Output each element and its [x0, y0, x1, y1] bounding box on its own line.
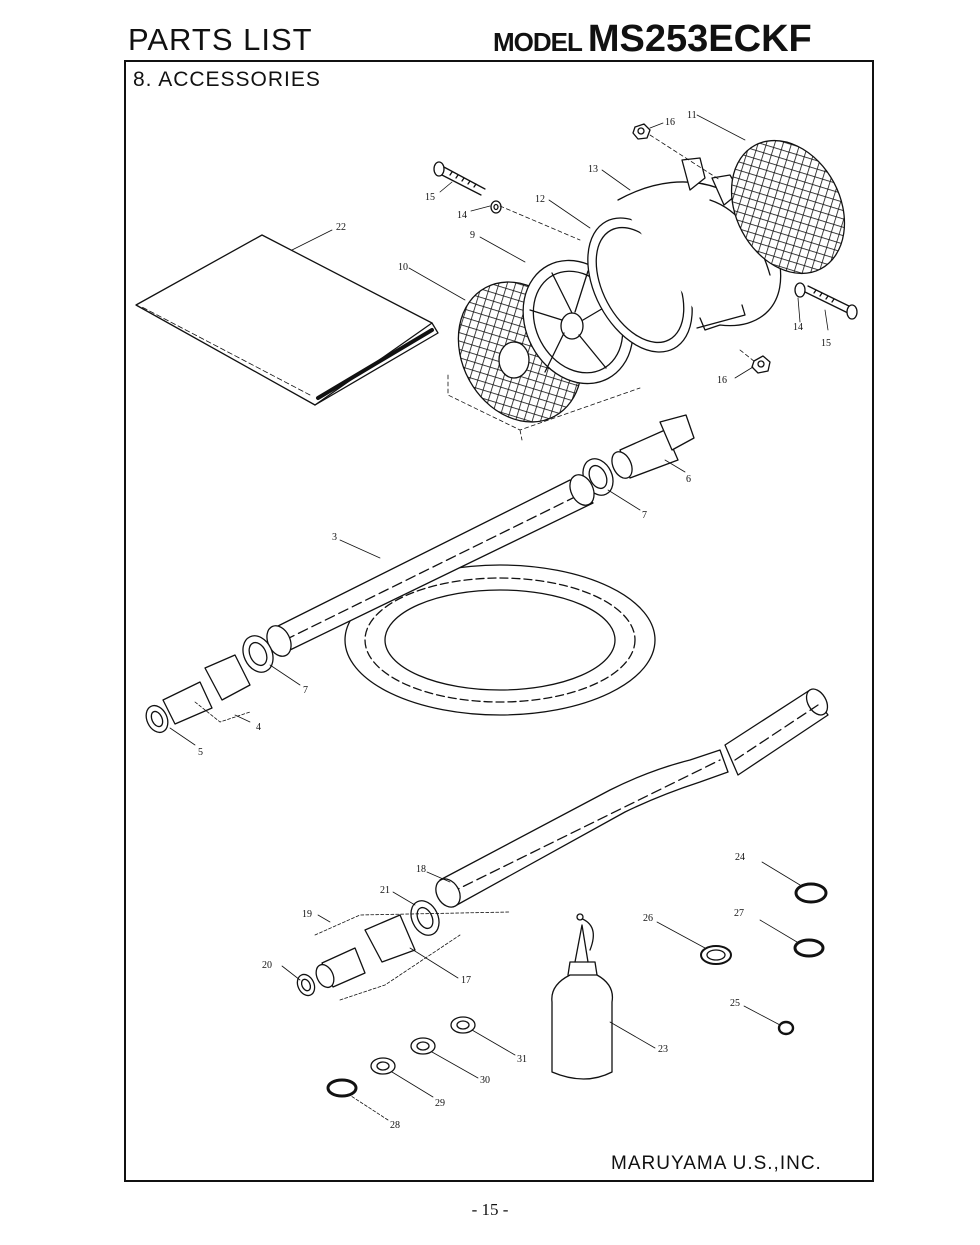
callout-9: 9 [470, 230, 475, 241]
gasket-30 [410, 1037, 436, 1055]
discharge-coupling [315, 914, 416, 989]
callout-13: 13 [588, 164, 598, 175]
callout-15-upper: 15 [425, 192, 435, 203]
callout-25: 25 [730, 998, 740, 1009]
callout-numbers: 11 16 13 12 15 14 22 9 10 14 15 16 6 7 3… [198, 110, 831, 1131]
discharge-hose-collar [410, 900, 440, 936]
washer-upper [490, 200, 502, 214]
callout-7-upper: 7 [642, 510, 647, 521]
callout-23: 23 [658, 1044, 668, 1055]
instruction-manual [135, 234, 439, 406]
assembly-guides [447, 134, 756, 441]
callout-7-lower: 7 [303, 685, 308, 696]
callout-29: 29 [435, 1098, 445, 1109]
callout-6: 6 [686, 474, 691, 485]
callout-10: 10 [398, 262, 408, 273]
company-name: MARUYAMA U.S.,INC. [611, 1153, 822, 1174]
nut-lower [751, 355, 771, 374]
model-number: MS253ECKF [587, 18, 812, 60]
callout-5: 5 [198, 747, 203, 758]
hose-coupling-upper [611, 414, 695, 479]
callout-19: 19 [302, 909, 312, 920]
callout-24: 24 [735, 852, 745, 863]
gasket-29 [370, 1057, 396, 1075]
callout-28: 28 [390, 1120, 400, 1131]
gasket-20 [296, 973, 316, 997]
diagram-frame [124, 60, 874, 1182]
hose-collar-lower [242, 635, 274, 673]
nut-upper [632, 123, 651, 140]
page-number: - 15 - [471, 1200, 509, 1219]
callout-30: 30 [480, 1075, 490, 1086]
callout-11: 11 [687, 110, 697, 121]
callout-18: 18 [416, 864, 426, 875]
callout-3: 3 [332, 532, 337, 543]
bolt-upper [433, 161, 486, 196]
discharge-hose [435, 688, 829, 908]
callout-4: 4 [256, 722, 261, 733]
callout-14-upper: 14 [457, 210, 467, 221]
callout-20: 20 [262, 960, 272, 971]
oil-bottle [551, 913, 614, 1080]
callout-17: 17 [461, 975, 471, 986]
gasket-25 [777, 1020, 795, 1036]
callout-26: 26 [643, 913, 653, 924]
leader-lines [169, 114, 829, 1121]
callout-12: 12 [535, 194, 545, 205]
section-title: 8. ACCESSORIES [133, 68, 321, 91]
hose-coupling-lower [145, 654, 251, 734]
gasket-27 [793, 938, 825, 958]
callout-16-lower: 16 [717, 375, 727, 386]
gasket-31 [450, 1016, 476, 1034]
suction-hose-coil [266, 474, 656, 716]
callout-27: 27 [734, 908, 744, 919]
callout-22: 22 [336, 222, 346, 233]
callout-21: 21 [380, 885, 390, 896]
gasket-24 [794, 882, 828, 904]
parts-list-title: PARTS LIST [128, 22, 313, 57]
model-label: MODEL [493, 27, 583, 57]
washer-lower [794, 282, 806, 298]
bolt-lower [804, 285, 858, 320]
callout-15-lower: 15 [821, 338, 831, 349]
strainer-screen-rear [730, 139, 846, 275]
gasket-26 [700, 945, 732, 965]
gasket-28 [326, 1078, 358, 1098]
callout-16-upper: 16 [665, 117, 675, 128]
callout-14-lower: 14 [793, 322, 803, 333]
callout-31: 31 [517, 1054, 527, 1065]
